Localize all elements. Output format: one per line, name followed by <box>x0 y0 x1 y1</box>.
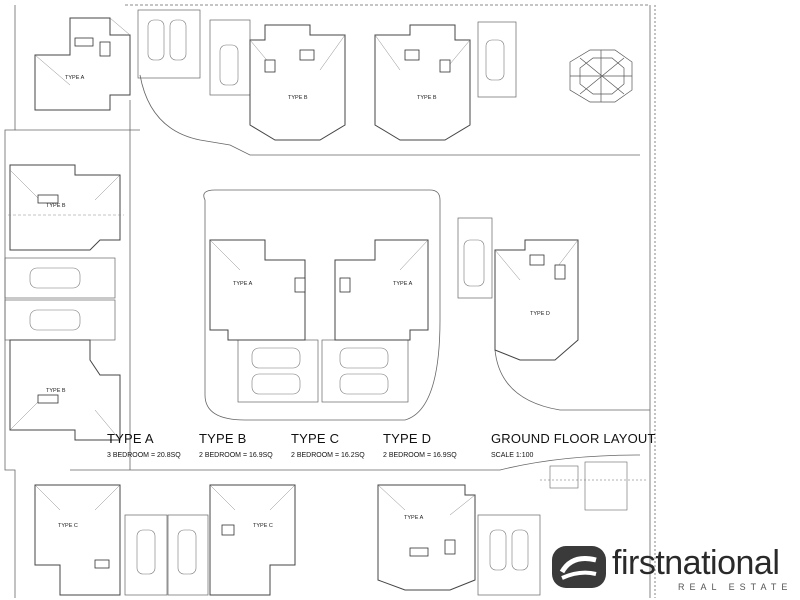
legend-type-d: TYPE D 2 BEDROOM = 16.9SQ <box>383 431 457 459</box>
car <box>136 529 156 575</box>
driveway-top <box>139 74 640 156</box>
unit-label: TYPE A <box>233 281 253 287</box>
house-unit-5 <box>9 339 121 441</box>
car <box>489 529 507 571</box>
house-unit-10 <box>209 484 296 596</box>
shed <box>584 461 628 511</box>
first-national-logo-icon <box>552 546 606 588</box>
house-unit-9 <box>34 484 121 596</box>
legend-spec: 2 BEDROOM = 16.9SQ <box>199 452 273 459</box>
layout-heading: GROUND FLOOR LAYOUT SCALE 1:100 <box>491 431 656 459</box>
unit-label: TYPE B <box>46 203 66 209</box>
house-unit-3 <box>374 24 471 141</box>
car <box>339 347 389 369</box>
car <box>29 309 81 331</box>
layout-title: GROUND FLOOR LAYOUT <box>491 431 656 446</box>
unit-label: TYPE D <box>530 311 550 317</box>
house-unit-7 <box>334 239 429 341</box>
car <box>219 44 239 86</box>
unit-label: TYPE C <box>253 523 273 529</box>
brand-logo-block: firstnational REAL ESTATE <box>548 540 798 598</box>
driveway-bottom <box>70 454 641 471</box>
garage <box>4 257 116 299</box>
legend-type-a: TYPE A 3 BEDROOM = 20.8SQ <box>107 431 181 459</box>
car <box>29 267 81 289</box>
car <box>169 19 187 61</box>
legend-type: TYPE C <box>291 431 340 446</box>
right-road <box>494 349 650 411</box>
garage <box>477 21 517 98</box>
shed <box>549 465 579 489</box>
garage <box>124 514 168 596</box>
house-unit-6 <box>209 239 306 341</box>
legend-type: TYPE D <box>383 431 432 446</box>
unit-label: TYPE A <box>393 281 413 287</box>
unit-label: TYPE A <box>404 515 424 521</box>
car <box>485 39 505 81</box>
unit-label: TYPE B <box>288 95 308 101</box>
garage <box>137 9 201 79</box>
house-unit-8 <box>494 239 579 361</box>
house-unit-1 <box>34 17 131 111</box>
unit-label: TYPE A <box>65 75 85 81</box>
brand-name: firstnational <box>612 544 780 582</box>
car <box>147 19 165 61</box>
legend-spec: 2 BEDROOM = 16.9SQ <box>383 452 457 459</box>
garage <box>167 514 209 596</box>
legend-spec: 2 BEDROOM = 16.2SQ <box>291 452 365 459</box>
legend-type: TYPE B <box>199 431 247 446</box>
brand-tagline: REAL ESTATE <box>678 582 793 592</box>
legend-spec: 3 BEDROOM = 20.8SQ <box>107 452 181 459</box>
legend-type-c: TYPE C 2 BEDROOM = 16.2SQ <box>291 431 365 459</box>
house-unit-11 <box>377 484 476 591</box>
car <box>177 529 197 575</box>
car <box>251 347 301 369</box>
house-unit-4 <box>9 164 121 251</box>
car <box>251 373 301 395</box>
unit-label: TYPE C <box>58 523 78 529</box>
garage <box>477 514 541 596</box>
car <box>463 239 485 287</box>
garage <box>457 217 493 299</box>
house-unit-2 <box>249 24 346 141</box>
unit-label: TYPE B <box>46 388 66 394</box>
unit-label: TYPE B <box>417 95 437 101</box>
gazebo <box>569 49 633 103</box>
central-island <box>203 189 441 421</box>
scale-label: SCALE 1:100 <box>491 452 534 459</box>
car <box>339 373 389 395</box>
site-boundary <box>4 5 16 598</box>
legend-type: TYPE A <box>107 431 154 446</box>
car <box>511 529 529 571</box>
legend-type-b: TYPE B 2 BEDROOM = 16.9SQ <box>199 431 273 459</box>
